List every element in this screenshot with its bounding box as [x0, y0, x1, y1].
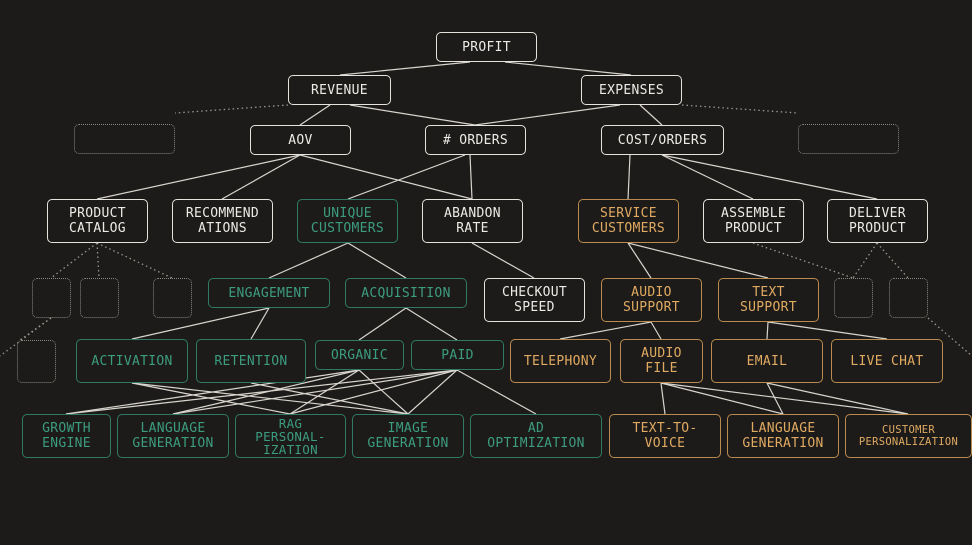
node-orders[interactable]: # ORDERS: [425, 125, 526, 155]
node-rag-personalization[interactable]: RAG PERSONAL- IZATION: [235, 414, 346, 458]
connector-line: [650, 321, 662, 340]
connector-line: [339, 61, 471, 76]
connector-line: [96, 154, 301, 200]
connector-line: [639, 104, 663, 126]
node-ad-optimization[interactable]: AD OPTIMIZATION: [470, 414, 602, 458]
connector-line: [627, 242, 769, 279]
node-audio-file[interactable]: AUDIO FILE: [620, 339, 703, 383]
node-recommendations[interactable]: RECOMMEND ATIONS: [172, 199, 273, 243]
node-retention[interactable]: RETENTION: [196, 339, 306, 383]
connector-line: [766, 382, 909, 415]
node-activation[interactable]: ACTIVATION: [76, 339, 188, 383]
dotted-connector-line: [876, 242, 909, 279]
node-text-to-voice[interactable]: TEXT-TO- VOICE: [609, 414, 721, 458]
connector-line: [358, 307, 407, 341]
connector-line: [627, 242, 652, 279]
connector-line: [766, 382, 784, 415]
connector-line: [661, 154, 754, 200]
node-deliver-product[interactable]: DELIVER PRODUCT: [827, 199, 928, 243]
connector-line: [131, 307, 270, 340]
node-cost-orders[interactable]: COST/ORDERS: [601, 125, 724, 155]
node-aov[interactable]: AOV: [250, 125, 351, 155]
dotted-connector-line: [681, 104, 799, 114]
placeholder-node: [834, 278, 873, 318]
dotted-connector-line: [852, 242, 878, 279]
dotted-connector-line: [96, 242, 173, 279]
connector-line: [358, 369, 409, 415]
connector-line: [131, 382, 291, 415]
node-acquisition[interactable]: ACQUISITION: [345, 278, 467, 308]
node-engagement[interactable]: ENGAGEMENT: [208, 278, 330, 308]
connector-line: [407, 369, 458, 415]
placeholder-node: [889, 278, 928, 318]
node-revenue[interactable]: REVENUE: [288, 75, 391, 105]
connector-line: [405, 307, 458, 341]
node-email[interactable]: EMAIL: [711, 339, 823, 383]
node-assemble-product[interactable]: ASSEMBLE PRODUCT: [703, 199, 804, 243]
dotted-connector-line: [96, 242, 100, 279]
connector-line: [299, 154, 473, 200]
node-language-generation-left[interactable]: LANGUAGE GENERATION: [117, 414, 229, 458]
dotted-connector-line: [752, 242, 854, 279]
placeholder-node: [74, 124, 175, 154]
connector-line: [559, 321, 652, 340]
dotted-connector-line: [927, 317, 972, 357]
connector-line: [289, 369, 360, 415]
connector-line: [289, 369, 458, 415]
connector-line: [627, 154, 631, 200]
connector-line: [471, 242, 535, 279]
node-paid[interactable]: PAID: [411, 340, 504, 370]
placeholder-node: [17, 340, 56, 383]
node-abandon-rate[interactable]: ABANDON RATE: [422, 199, 523, 243]
connector-line: [766, 321, 769, 340]
node-customer-personalization[interactable]: CUSTOMER PERSONALIZATION: [845, 414, 972, 458]
node-image-generation[interactable]: IMAGE GENERATION: [352, 414, 464, 458]
connector-line: [349, 104, 476, 126]
connector-line: [469, 154, 473, 200]
node-growth-engine[interactable]: GROWTH ENGINE: [22, 414, 111, 458]
node-text-support[interactable]: TEXT SUPPORT: [718, 278, 819, 322]
dotted-connector-line: [174, 104, 289, 114]
connector-line: [456, 369, 537, 415]
node-expenses[interactable]: EXPENSES: [581, 75, 682, 105]
connector-line: [474, 104, 621, 126]
node-live-chat[interactable]: LIVE CHAT: [831, 339, 943, 383]
dotted-connector-line: [0, 317, 52, 357]
node-unique-customers[interactable]: UNIQUE CUSTOMERS: [297, 199, 398, 243]
connector-line: [172, 369, 458, 415]
placeholder-node: [798, 124, 899, 154]
node-audio-support[interactable]: AUDIO SUPPORT: [601, 278, 702, 322]
connector-line: [268, 242, 349, 279]
placeholder-node: [80, 278, 119, 318]
connector-line: [250, 307, 270, 340]
connector-line: [660, 382, 784, 415]
node-language-generation-right[interactable]: LANGUAGE GENERATION: [727, 414, 839, 458]
connector-line: [299, 104, 331, 126]
connector-line: [347, 154, 466, 200]
node-organic[interactable]: ORGANIC: [315, 340, 404, 370]
connector-line: [504, 61, 632, 76]
node-telephony[interactable]: TELEPHONY: [510, 339, 611, 383]
node-product-catalog[interactable]: PRODUCT CATALOG: [47, 199, 148, 243]
placeholder-node: [32, 278, 71, 318]
dotted-connector-line: [50, 242, 98, 279]
placeholder-node: [153, 278, 192, 318]
node-service-customers[interactable]: SERVICE CUSTOMERS: [578, 199, 679, 243]
node-checkout-speed[interactable]: CHECKOUT SPEED: [484, 278, 585, 322]
connector-line: [131, 382, 409, 415]
connector-line: [767, 321, 888, 340]
connector-line: [221, 154, 301, 200]
connector-line: [250, 382, 409, 415]
connector-line: [65, 369, 458, 415]
connector-line: [660, 382, 909, 415]
connector-line: [660, 382, 666, 415]
connector-line: [347, 242, 407, 279]
node-profit[interactable]: PROFIT: [436, 32, 537, 62]
connector-line: [661, 154, 878, 200]
